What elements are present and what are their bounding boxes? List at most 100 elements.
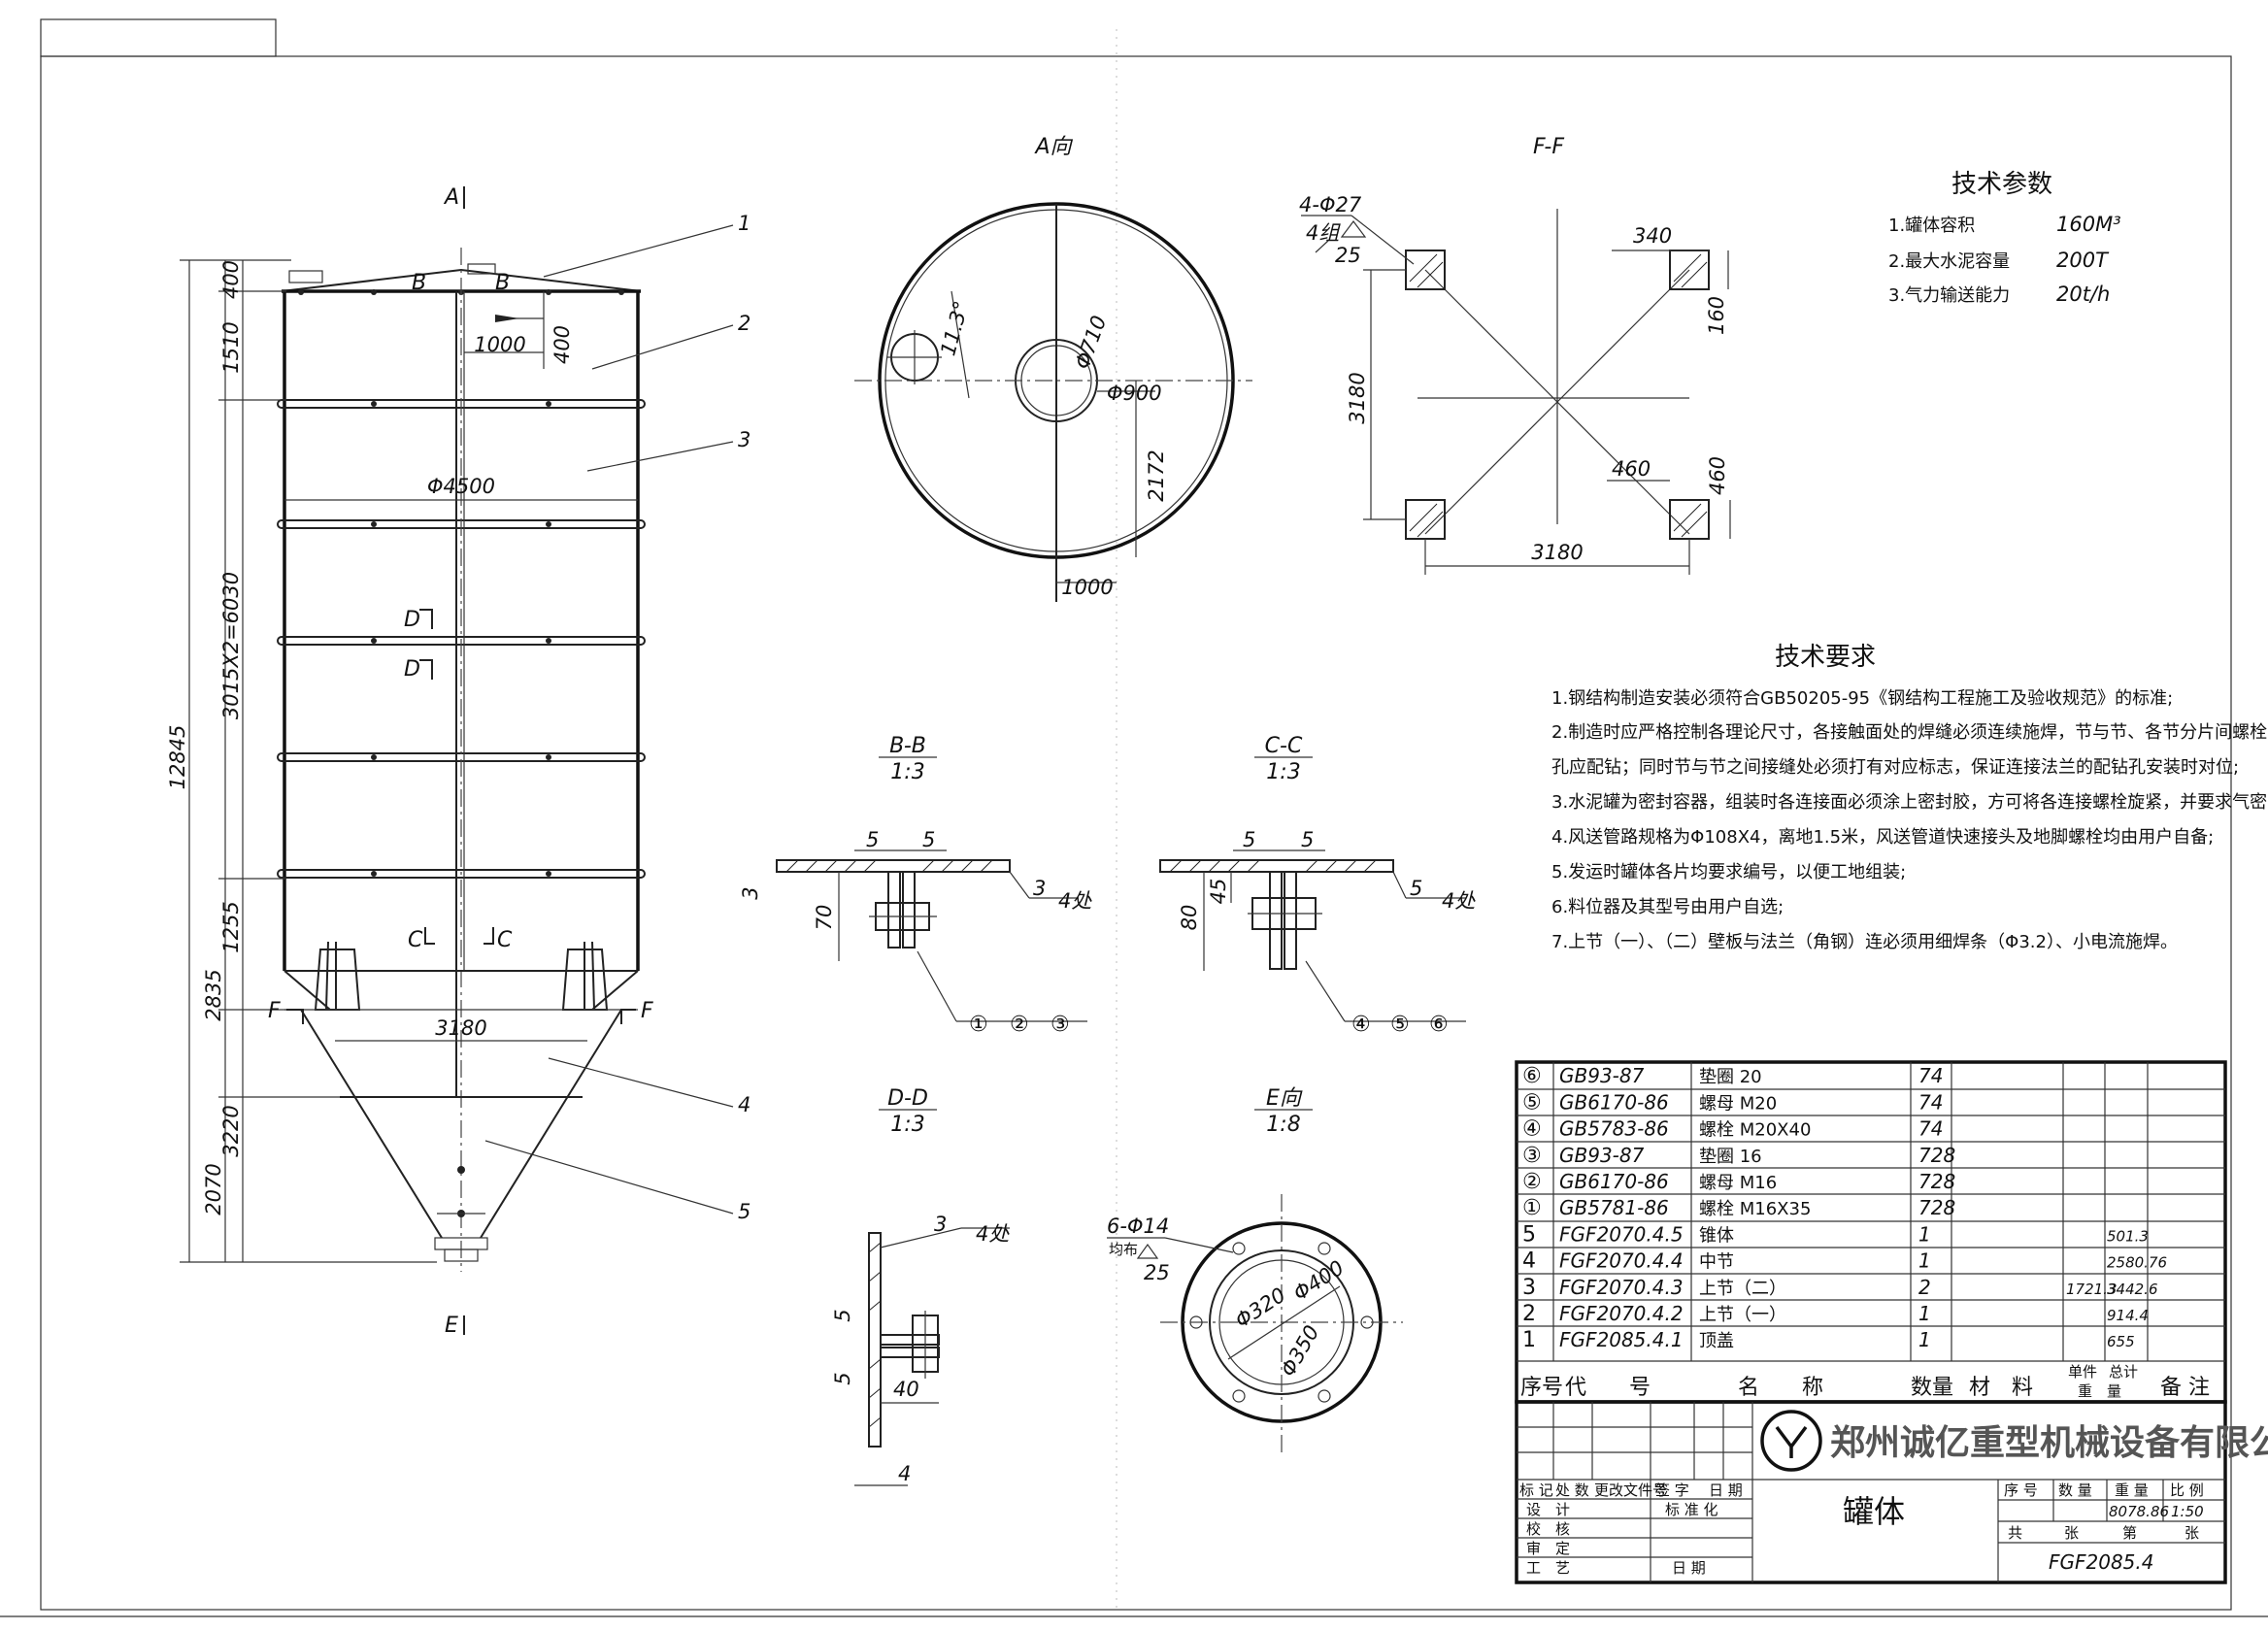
- a-view: 11.3° Φ710 Φ900 2172 1000 A向: [854, 135, 1252, 602]
- tb-hdr-weight: 重 量: [2115, 1481, 2149, 1499]
- tb-rev-sign: 签 字: [1655, 1481, 1689, 1499]
- ff-plate-w: 340: [1633, 224, 1672, 248]
- bom-cell-total: 655: [2107, 1333, 2135, 1350]
- tb-sheets-zhang2: 张: [2185, 1524, 2199, 1542]
- bom-cell-total: 501.3: [2107, 1227, 2149, 1245]
- bb-weld-size: 3: [1033, 877, 1046, 900]
- bom-hdr-total: 总计: [2109, 1363, 2138, 1381]
- tb-hdr-seq: 序 号: [2004, 1481, 2038, 1499]
- bom-cell-qty: 1: [1918, 1302, 1931, 1325]
- tb-rev-file: 更改文件号: [1594, 1481, 1667, 1499]
- ff-span-v: 3180: [1346, 372, 1369, 423]
- cc-section: C-C 1:3 45 80 5 5 5 4处 ④ ⑤ ⑥: [1159, 734, 1476, 1037]
- bb-dim-5a: 5: [866, 828, 879, 851]
- callout-2: 2: [738, 312, 750, 335]
- bb-scale: 1:3: [890, 760, 924, 784]
- tb-role-check: 校 核: [1526, 1520, 1570, 1538]
- title-block: 郑州诚亿重型机械设备有限公司 罐体 序 号 数 量 重 量 比 例 8078.8…: [1515, 1400, 2268, 1584]
- cc-dim-5a: 5: [1243, 828, 1255, 851]
- bom-hdr-weight: 重 量: [2078, 1382, 2121, 1400]
- bom-cell-qty: 728: [1918, 1170, 1955, 1193]
- bom-cell-name: 螺栓 M16X35: [1699, 1199, 1811, 1219]
- a-d-inner: Φ710: [1070, 313, 1111, 372]
- e-title: E向: [1266, 1086, 1303, 1111]
- bb-title: B-B: [889, 734, 926, 758]
- req-line-8: 7.上节（一）、（二）壁板与法兰（角钢）连必须用细焊条（Φ3.2）、小电流施焊。: [1551, 932, 2178, 952]
- bb-dim-3: 3: [739, 886, 762, 899]
- bom-cell-name: 垫圈 20: [1699, 1067, 1762, 1087]
- e-holes-note: 均布: [1109, 1241, 1138, 1258]
- bom-cell-name: 上节（一）: [1699, 1305, 1786, 1325]
- ff-span-h: 3180: [1531, 541, 1583, 564]
- dim-cone: 3220: [219, 1105, 243, 1156]
- bom-cell-code: FGF2070.4.5: [1559, 1222, 1684, 1246]
- tb-role-process: 工 艺: [1526, 1559, 1570, 1577]
- tb-weight: 8078.86: [2109, 1503, 2169, 1520]
- bom-cell-unit: 1721.3: [2066, 1281, 2118, 1298]
- req-line-6: 5.发运时罐体各片均要求编号，以便工地组装;: [1551, 862, 1906, 882]
- dd-dim-5b: 5: [831, 1372, 854, 1384]
- bom-cell-no: 1: [1522, 1328, 1536, 1352]
- bom-cell-qty: 2: [1918, 1276, 1931, 1299]
- bom-hdr-name: 名 称: [1738, 1376, 1823, 1400]
- bom-cell-code: GB6170-86: [1559, 1090, 1669, 1114]
- ff-weld-size: 25: [1335, 244, 1361, 267]
- bom-cell-name: 顶盖: [1699, 1331, 1734, 1351]
- dd-section: D-D 1:3 3 4处 5 5 40 4: [831, 1086, 1010, 1486]
- cc-balloon-5: ⑤: [1390, 1013, 1410, 1037]
- bom-cell-qty: 728: [1918, 1196, 1955, 1219]
- bom-cell-qty: 1: [1918, 1249, 1931, 1273]
- bom-cell-no: 2: [1522, 1302, 1536, 1326]
- ff-pad-h: 460: [1706, 456, 1729, 495]
- corner-box: [40, 18, 277, 57]
- a-d-outer: Φ900: [1107, 382, 1162, 405]
- arrow-e-label: E: [445, 1314, 458, 1338]
- section-b-right: B: [495, 271, 510, 295]
- bb-balloon-1: ①: [969, 1013, 988, 1037]
- dim-diameter: Φ4500: [427, 475, 495, 498]
- bb-dim-70: 70: [813, 905, 836, 931]
- bom-cell-code: FGF2085.4.1: [1559, 1328, 1684, 1351]
- dd-title: D-D: [887, 1086, 928, 1111]
- tb-std: 标 准 化: [1665, 1501, 1718, 1518]
- part-name: 罐体: [1843, 1493, 1905, 1530]
- front-elevation: 400 1510 3015X2=6030 1255 12845 2835 322…: [166, 185, 750, 1338]
- dim-seg-low: 1255: [219, 901, 243, 952]
- company-name: 郑州诚亿重型机械设备有限公司: [1830, 1423, 2268, 1463]
- bom-cell-name: 锥体: [1699, 1225, 1734, 1246]
- req-line-3: 孔应配钻；同时节与节之间接缝处必须打有对应标志，保证连接法兰的配钻孔安装时对位;: [1551, 757, 2239, 778]
- bom-cell-no: 3: [1522, 1276, 1536, 1300]
- section-d-bottom: D: [404, 657, 420, 682]
- bom-cell-no: ⑥: [1522, 1064, 1542, 1088]
- tb-hdr-scale: 比 例: [2170, 1481, 2204, 1499]
- bom-cell-code: FGF2070.4.4: [1559, 1249, 1684, 1273]
- bom-cell-name: 中节: [1699, 1252, 1734, 1273]
- cc-weld: 4处: [1442, 889, 1476, 913]
- dim-middle: 3015X2=6030: [219, 572, 243, 719]
- param-3-label: 3.气力输送能力: [1888, 285, 2010, 306]
- ff-weld-note: 4组: [1306, 221, 1341, 245]
- cc-scale: 1:3: [1266, 760, 1300, 784]
- tech-params-title: 技术参数: [1951, 170, 2052, 199]
- dim-skirt: 2835: [202, 969, 225, 1020]
- bb-weld: 4处: [1058, 889, 1092, 913]
- bom-cell-no: ①: [1522, 1196, 1542, 1220]
- ff-plate-h: 160: [1705, 296, 1728, 335]
- tech-requirements: 技术要求 1.钢结构制造安装必须符合GB50205-95《钢结构工程施工及验收规…: [1551, 643, 2268, 952]
- dim-leg-span: 3180: [435, 1016, 486, 1040]
- bom-cell-no: ③: [1522, 1144, 1542, 1168]
- callout-3: 3: [738, 428, 750, 451]
- req-line-1: 1.钢结构制造安装必须符合GB50205-95《钢结构工程施工及验收规范》的标准…: [1551, 688, 2173, 709]
- cc-dim-80: 80: [1178, 905, 1201, 931]
- bom-hdr-material: 材 料: [1969, 1376, 2033, 1400]
- bom-cell-code: FGF2070.4.2: [1559, 1302, 1684, 1325]
- req-line-2: 2.制造时应严格控制各理论尺寸，各接触面处的焊缝必须连续施焊，节与节、各节分片间…: [1551, 722, 2267, 743]
- tb-sheets-di: 第: [2122, 1524, 2137, 1542]
- dim-total: 12845: [166, 725, 189, 790]
- e-view: E向 1:8 Φ320 Φ400 Φ350 6-Φ14 均布 25: [1107, 1086, 1403, 1456]
- bom-cell-no: 4: [1522, 1249, 1536, 1274]
- bom-cell-qty: 728: [1918, 1144, 1955, 1167]
- bom-cell-code: GB5781-86: [1559, 1196, 1669, 1219]
- bom-cell-name: 螺栓 M20X40: [1699, 1120, 1811, 1141]
- dd-weld: 4处: [976, 1222, 1010, 1246]
